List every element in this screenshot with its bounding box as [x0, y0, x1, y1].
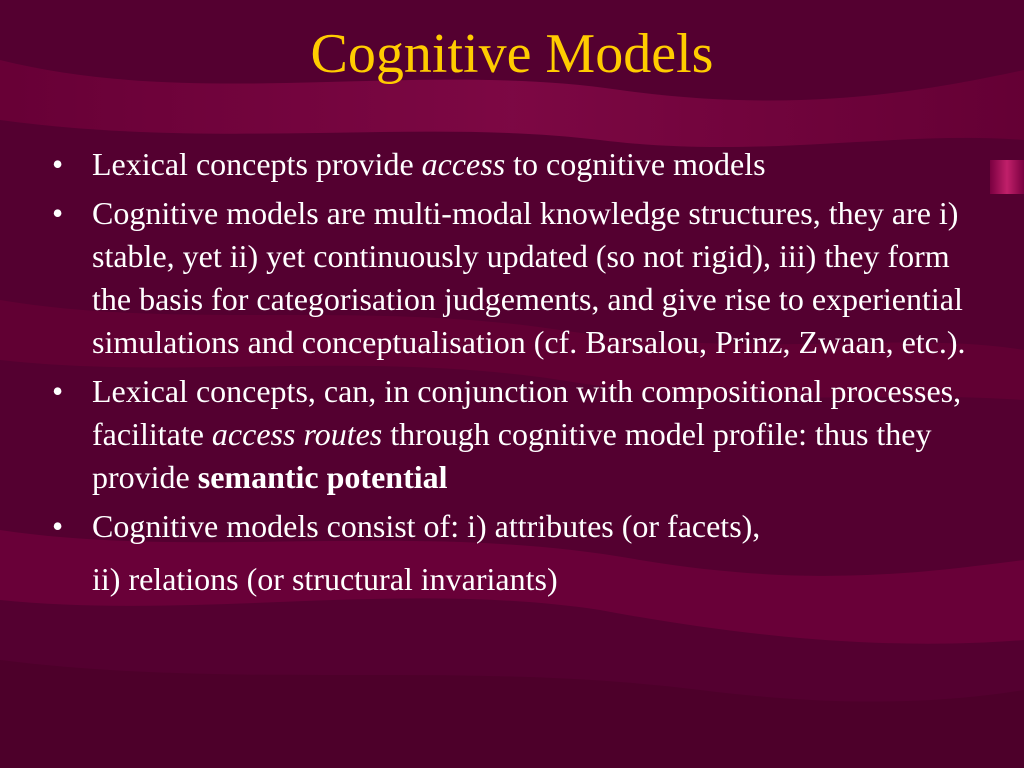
bullet-text: Cognitive models are multi-modal knowled… — [92, 195, 966, 360]
bullet-dot: • — [52, 508, 64, 544]
bullet-text-post: to cognitive models — [505, 146, 766, 182]
bullet-text-emphasis: access routes — [211, 416, 383, 452]
bullet-text-post: through cognitive model profile: thus th… — [92, 416, 932, 495]
slide-title: Cognitive Models — [310, 23, 714, 85]
bullet-item: • Lexical concepts provide access to cog… — [52, 143, 982, 186]
bullet-text-pre: Lexical concepts, can, in conjunction wi… — [92, 373, 962, 452]
bullet-dot: • — [52, 373, 64, 409]
bullet-text-pre: Lexical concepts provide — [92, 146, 422, 182]
bullet-line-2: ii) relations (or structural invariants) — [92, 561, 558, 597]
bullet-dot: • — [52, 146, 64, 182]
bullet-line-1: Cognitive models consist of: i) attribut… — [92, 508, 761, 544]
bullet-item: • Cognitive models are multi-modal knowl… — [52, 192, 982, 364]
bullet-text-strong: semantic potential — [197, 459, 448, 495]
bullet-dot: • — [52, 195, 64, 231]
bullet-list: • Lexical concepts provide access to cog… — [52, 143, 982, 607]
bullet-item: • Cognitive models consist of: i) attrib… — [52, 505, 982, 601]
bullet-text-emphasis: access — [421, 146, 506, 182]
side-accent-tab — [990, 160, 1024, 194]
bullet-item: • Lexical concepts, can, in conjunction … — [52, 370, 982, 499]
